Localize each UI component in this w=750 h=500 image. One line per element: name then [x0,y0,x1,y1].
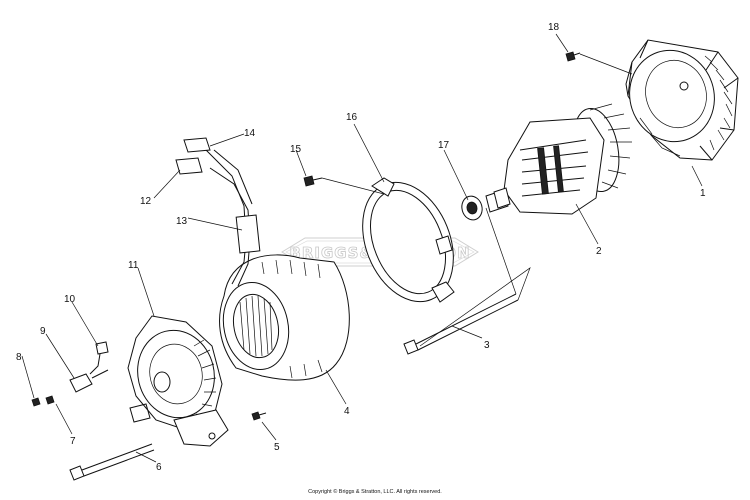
callout-labels: 1 2 3 4 5 6 7 8 9 10 11 12 13 14 15 16 1… [16,22,706,473]
callout-11: 11 [128,260,139,271]
callout-10: 10 [64,294,76,305]
part-4-stator [219,254,350,381]
part-15-screw [303,175,323,187]
part-7-screw [45,395,55,405]
callout-15: 15 [290,144,302,155]
part-3-through-bolt [403,293,519,355]
callout-16: 16 [346,112,358,123]
copyright-notice: Copyright © Briggs & Stratton, LLC. All … [308,489,442,495]
leader-lines [21,33,703,463]
callout-4: 4 [344,406,350,417]
callout-1: 1 [700,188,706,199]
callout-18: 18 [548,22,560,33]
part-5-screw [251,411,267,421]
callout-13: 13 [176,216,188,227]
part-11-front-housing [127,315,229,447]
callout-6: 6 [156,462,162,473]
part-17-bearing [461,195,483,221]
assembly-lines [321,53,633,347]
callout-12: 12 [140,196,152,207]
callout-14: 14 [244,128,256,139]
part-9-rectifier [69,369,109,393]
part-6-long-bolt [69,443,155,481]
callout-5: 5 [274,442,280,453]
part-16-ring-adapter [362,177,455,303]
parts-12-13-14-leads [175,137,261,287]
part-8-screw [31,397,41,407]
part-10-bracket [89,341,109,375]
callout-8: 8 [16,352,22,363]
callout-7: 7 [70,436,76,447]
part-18-screw [565,51,581,62]
callout-17: 17 [438,140,450,151]
callout-2: 2 [596,246,602,257]
part-2-rotor [485,103,632,215]
callout-3: 3 [484,340,490,351]
callout-9: 9 [40,326,46,337]
part-1-rear-housing [625,39,739,161]
